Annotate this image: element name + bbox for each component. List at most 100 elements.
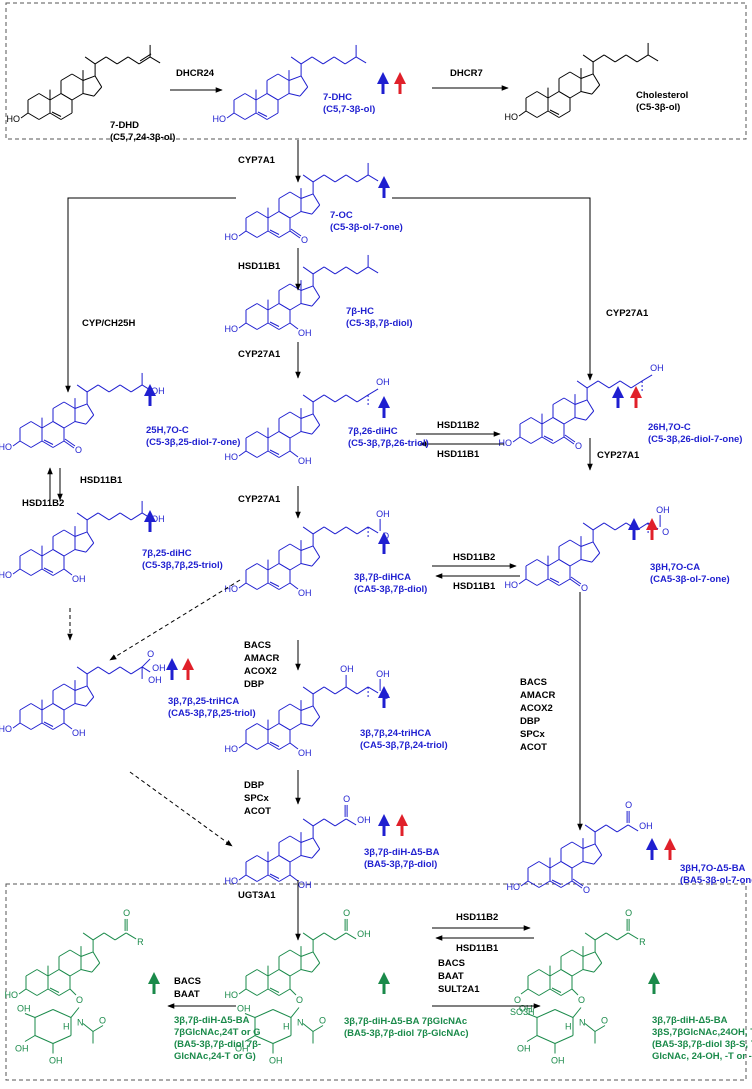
- enzyme-hsd11b1-a: HSD11B1: [437, 449, 480, 460]
- enzyme-ugt3a1: UGT3A1: [238, 890, 276, 901]
- hydroxyl-7-oh: OH: [72, 574, 86, 584]
- enzyme-hsd11b1-mid: HSD11B1: [238, 261, 281, 272]
- glcnac-n: N: [579, 1018, 586, 1028]
- glcnac-oh-3: OH: [519, 1004, 533, 1014]
- oxo-o-atom: O: [583, 885, 590, 895]
- hydroxyl-24-oh: OH: [340, 664, 354, 674]
- up-arrow-red-3b-7b-25-trihca: [182, 658, 194, 680]
- carboxyl-o: O: [147, 649, 154, 659]
- enzyme-list-right: BACS AMACR ACOX2 DBP SPCx ACOT: [520, 677, 555, 753]
- enzyme-left-conj-2: BAAT: [174, 989, 200, 1000]
- molecule-7-dhd: HO: [7, 44, 161, 124]
- enzyme-hsd11b2-c: HSD11B2: [456, 912, 498, 923]
- hydroxyl-3-oh: HO: [505, 580, 519, 590]
- hydroxyl-7-oh: OH: [298, 456, 312, 466]
- hydroxyl-25-oh: OH: [151, 514, 165, 524]
- up-arrow-blue-7b-26-dihc: [378, 396, 390, 418]
- acetyl-o: O: [319, 1016, 326, 1026]
- carboxyl-oh: OH: [152, 663, 166, 673]
- enzyme-dbp-1: DBP: [244, 780, 265, 791]
- hydroxyl-3-oh: HO: [225, 232, 239, 242]
- hydroxyl-3-oh: HO: [7, 114, 21, 124]
- up-arrow-blue-7b-25-dihc: [144, 510, 156, 532]
- molecule-7-oc: O HO: [225, 162, 379, 245]
- up-arrow-blue-7-oc: [378, 176, 390, 198]
- oxo-o-atom: O: [575, 441, 582, 451]
- up-arrow-blue-3b-7b-25-trihca: [166, 658, 178, 680]
- enzyme-dhcr7: DHCR7: [450, 68, 483, 79]
- carboxyl-oh: OH: [639, 821, 653, 831]
- up-arrow-red-3bh-7o-ca: [646, 518, 658, 540]
- molecule-cholesterol: HO: [505, 42, 659, 122]
- pathway-arrows: [47, 85, 593, 1009]
- label-glcnac-right: 3β,7β-diH-Δ5-BA 3βS,7βGlcNAc,24OH, T or …: [652, 1015, 752, 1062]
- label-7b-25-dihc: 7β,25-diHC (C5-3β,7β,25-triol): [142, 548, 223, 571]
- carboxyl-oh: OH: [376, 509, 390, 519]
- hydroxyl-3-oh: HO: [5, 990, 19, 1000]
- enzyme-mid-2: AMACR: [244, 653, 279, 664]
- glcnac-oh-3: OH: [17, 1004, 31, 1014]
- label-3bh-7o-ba: 3βH,7O-Δ5-BA (BA5-3β-ol-7-one): [680, 863, 752, 886]
- glcnac-h: H: [565, 1022, 572, 1032]
- glcnac-oh-2: OH: [269, 1056, 283, 1066]
- up-arrow-red-7-dhc: [394, 72, 406, 94]
- label-glcnac-mid: 3β,7β-diH-Δ5-BA 7βGlcNAc (BA5-3β,7β-diol…: [344, 1016, 470, 1039]
- acetyl-o: O: [99, 1016, 106, 1026]
- label-7b-hc: 7β-HC (C5-3β,7β-diol): [346, 306, 413, 329]
- enzyme-hsd11b2-left: HSD11B2: [22, 498, 64, 509]
- hydroxyl-7-oh: OH: [72, 728, 86, 738]
- hydroxyl-7-oh: OH: [298, 880, 312, 890]
- label-3b-7b-dihca: 3β,7β-diHCA (CA5-3β,7β-diol): [354, 572, 427, 595]
- enzyme-right-4: DBP: [520, 716, 541, 727]
- carboxyl-oh: OH: [357, 815, 371, 825]
- up-arrow-green-glcnac-mid: [378, 972, 390, 994]
- up-arrow-blue-3b-7b-24-trihca: [378, 686, 390, 708]
- up-arrow-blue-3bh-7o-ba: [646, 838, 658, 860]
- glcnac-oh-1: OH: [15, 1044, 29, 1054]
- hydroxyl-3-oh: HO: [0, 724, 12, 734]
- oxo-o-atom: O: [75, 445, 82, 455]
- label-glcnac-left: 3β,7β-diH-Δ5-BA 7βGlcNAc,24T or G (BA5-3…: [174, 1015, 264, 1062]
- enzyme-right-1: BACS: [520, 677, 547, 688]
- enzyme-mid-4: DBP: [244, 679, 265, 690]
- up-arrow-green-glcnac-right: [648, 972, 660, 994]
- glycoside-o-atom: O: [578, 995, 585, 1005]
- enzyme-right-6: ACOT: [520, 742, 547, 753]
- enzyme-right-5: SPCx: [520, 729, 546, 740]
- label-3b-7b-24-trihca: 3β,7β,24-triHCA (CA5-3β,7β,24-triol): [360, 728, 448, 751]
- arrow-dashed-to-ba: [129, 771, 233, 847]
- oxo-o-atom: O: [301, 235, 308, 245]
- label-3bh-7o-ca: 3βH,7O-CA (CA5-3β-ol-7-one): [650, 562, 730, 585]
- glcnac-h: H: [283, 1022, 290, 1032]
- glcnac-n: N: [297, 1018, 304, 1028]
- label-3b-7b-dih-ba: 3β,7β-diH-Δ5-BA (BA5-3β,7β-diol): [364, 847, 442, 870]
- enzyme-cyp27a1-right2: CYP27A1: [597, 450, 640, 461]
- top-dashed-box: [5, 2, 747, 140]
- label-3b-7b-25-trihca: 3β,7β,25-triHCA (CA5-3β,7β,25-triol): [168, 696, 256, 719]
- arrow-cyp27a1-right: [392, 197, 593, 381]
- label-7-oc: 7-OC (C5-3β-ol-7-one): [330, 210, 403, 233]
- r-group: R: [137, 937, 144, 947]
- hydroxyl-3-oh: HO: [0, 442, 12, 452]
- enzyme-mid-3: ACOX2: [244, 666, 277, 677]
- up-arrow-blue-3b-7b-dihca: [378, 532, 390, 554]
- hydroxyl-3-oh: HO: [499, 438, 513, 448]
- compound-labels: 7-DHD (C5,7,24-3β-ol) 7-DHC (C5,7-3β-ol)…: [110, 90, 752, 1062]
- glycoside-o-atom: O: [296, 995, 303, 1005]
- hydroxyl-3-oh: HO: [225, 324, 239, 334]
- up-arrow-blue-3bh-7o-ca: [628, 518, 640, 540]
- molecule-7-dhc: HO: [213, 44, 367, 124]
- oxo-o-atom: O: [581, 583, 588, 593]
- label-7-dhc: 7-DHC (C5,7-3β-ol): [323, 92, 375, 115]
- enzyme-right-conj-1: BACS: [438, 958, 465, 969]
- hydroxyl-25-oh: OH: [151, 386, 165, 396]
